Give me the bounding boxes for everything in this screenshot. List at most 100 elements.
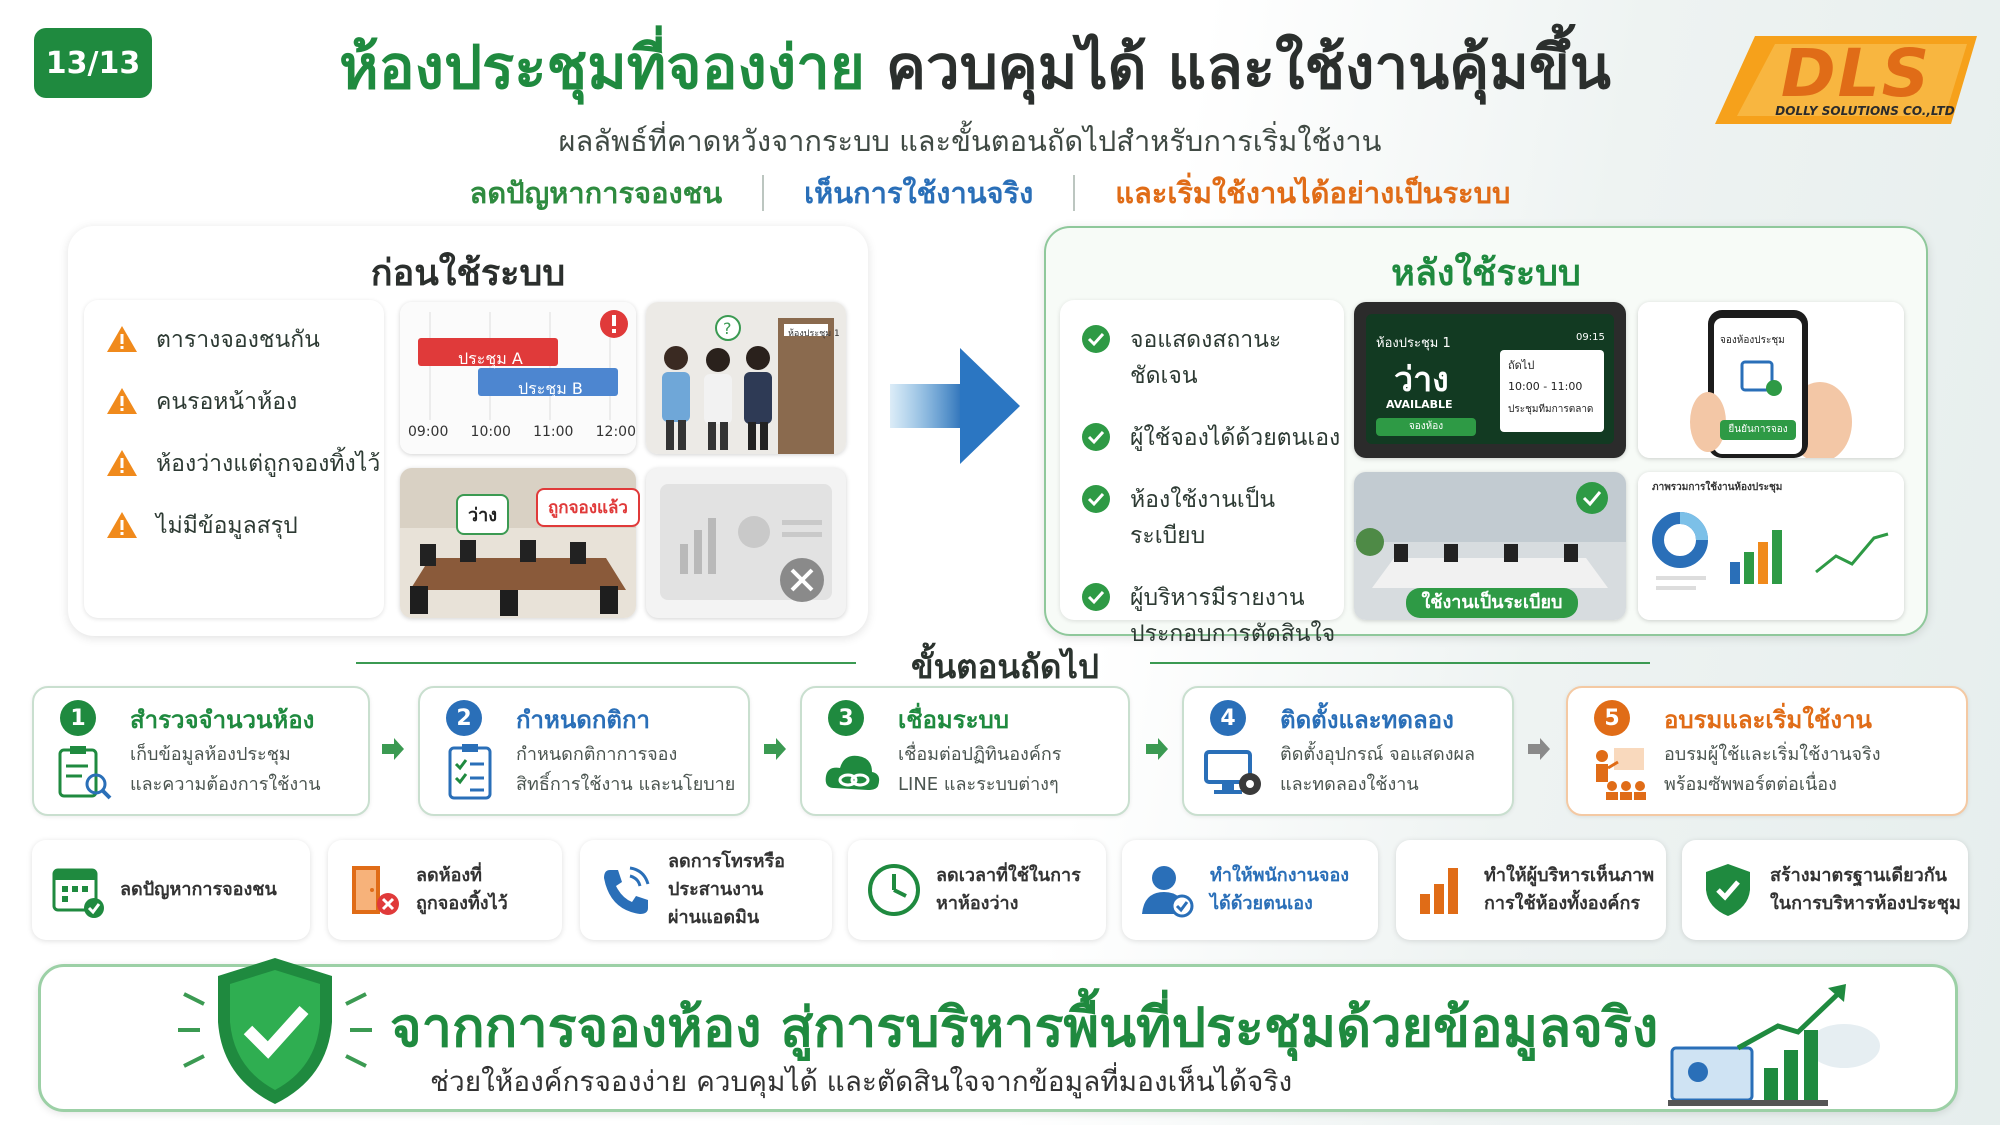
- step-arrow-icon: [764, 738, 786, 760]
- list-item: ผู้บริหารมีรายงาน ประกอบการตัดสินใจ: [1078, 580, 1344, 652]
- step-desc-line: กำหนดกติกาการจอง: [516, 744, 678, 765]
- step-desc-line: LINE และระบบต่างๆ: [898, 774, 1059, 795]
- phone-call-icon: [604, 866, 650, 914]
- schedule-times: 09:00 10:00 11:00 12:00: [408, 424, 636, 440]
- title-green: ห้องประชุมที่จองง่าย: [339, 33, 865, 103]
- banner-subtitle: ช่วยให้องค์กรจองง่าย ควบคุมได้ และตัดสิน…: [430, 1065, 1293, 1098]
- step-number: 5: [1594, 700, 1630, 736]
- step-desc: อบรมผู้ใช้และเริ่มใช้งานจริงพร้อมซัพพอร์…: [1664, 740, 1881, 800]
- display-book-button[interactable]: จองห้อง: [1376, 418, 1476, 436]
- step-desc-line: เชื่อมต่อปฏิทินองค์กร: [898, 744, 1062, 765]
- benefit-text: ลดเวลาที่ใช้ในการ หาห้องว่าง: [936, 865, 1081, 914]
- time-label: 09:00: [408, 424, 449, 440]
- schedule-illustration: [400, 302, 636, 454]
- room-booked-tag: ถูกจองแล้ว: [536, 488, 640, 527]
- step-arrow-icon: [1528, 738, 1550, 760]
- page-title: ห้องประชุมที่จองง่าย ควบคุมได้ และใช้งาน…: [200, 20, 1750, 115]
- before-item-text: ห้องว่างแต่ถูกจองทิ้งไว้: [156, 451, 381, 477]
- schedule-conflict-thumb: [400, 302, 636, 454]
- warning-icon: [107, 450, 137, 476]
- benefit-text: สร้างมาตรฐานเดียวกัน ในการบริหารห้องประช…: [1770, 865, 1961, 914]
- after-title: หลังใช้ระบบ: [1391, 253, 1581, 294]
- calendar-check-icon: [52, 868, 104, 918]
- room-free-tag: ว่าง: [456, 494, 510, 535]
- step-desc-line: ติดตั้งอุปกรณ์ จอแสดงผล: [1280, 744, 1476, 765]
- display-next-time: 10:00 - 11:00: [1508, 380, 1583, 393]
- door-label: ห้องประชุม 1: [788, 329, 840, 339]
- step-title: อบรมและเริ่มใช้งาน: [1664, 706, 1872, 734]
- display-status-en: AVAILABLE: [1386, 398, 1453, 411]
- benefit-text: ลดห้องที่ ถูกจองทิ้งไว้: [416, 865, 508, 914]
- check-circle-icon: [1082, 423, 1110, 451]
- after-item-text: ผู้บริหารมีรายงาน ประกอบการตัดสินใจ: [1130, 585, 1336, 647]
- user-check-icon: [1142, 866, 1194, 918]
- step-desc: เก็บข้อมูลห้องประชุมและความต้องการใช้งาน: [130, 740, 321, 800]
- after-item-text: จอแสดงสถานะชัดเจน: [1130, 327, 1282, 389]
- report-title: ภาพรวมการใช้งานห้องประชุม: [1652, 482, 1783, 493]
- step-arrow-icon: [382, 738, 404, 760]
- tag-row: ลดปัญหาการจองชน เห็นการใช้งานจริง และเริ…: [300, 170, 1680, 216]
- benefit-card: ลดปัญหาการจองชน: [32, 840, 310, 940]
- step-title: เชื่อมระบบ: [898, 706, 1009, 734]
- report-thumb: [1638, 472, 1904, 620]
- no-report-thumb: [646, 468, 846, 618]
- after-item-text: ห้องใช้งานเป็นระเบียบ: [1130, 487, 1276, 549]
- banner-title: จากการจองห้อง สู่การบริหารพื้นที่ประชุมด…: [390, 996, 1659, 1059]
- benefit-card: ทำให้พนักงานจอง ได้ด้วยตนเอง: [1122, 840, 1378, 940]
- step-desc: เชื่อมต่อปฏิทินองค์กร LINE และระบบต่างๆ: [898, 740, 1061, 800]
- step-desc-line: และทดลองใช้งาน: [1280, 774, 1419, 795]
- phone-confirm-button[interactable]: ยืนยันการจอง: [1720, 420, 1796, 440]
- step-title: สำรวจจำนวนห้อง: [130, 706, 315, 734]
- step-desc: ติดตั้งอุปกรณ์ จอแสดงผลและทดลองใช้งาน: [1280, 740, 1475, 800]
- list-item: ห้องว่างแต่ถูกจองทิ้งไว้: [104, 446, 384, 482]
- display-room: ห้องประชุม 1: [1376, 336, 1451, 351]
- growth-analytics-icon: [1668, 984, 1880, 1106]
- step-desc: กำหนดกติกาการจองสิทธิ์การใช้งาน และนโยบา…: [516, 740, 735, 800]
- after-item-text: ผู้ใช้จองได้ด้วยตนเอง: [1130, 425, 1341, 451]
- list-item: ไม่มีข้อมูลสรุป: [104, 508, 384, 544]
- organized-room-thumb: [1354, 472, 1626, 620]
- display-next-card: [1500, 350, 1604, 432]
- before-item-text: ไม่มีข้อมูลสรุป: [156, 513, 298, 539]
- step-desc-line: อบรมผู้ใช้และเริ่มใช้งานจริง: [1664, 744, 1881, 765]
- list-item: ห้องใช้งานเป็นระเบียบ: [1078, 482, 1344, 554]
- step-install: 4 ติดตั้งและทดลอง ติดตั้งอุปกรณ์ จอแสดงผ…: [1182, 686, 1514, 816]
- step-number: 1: [60, 700, 96, 736]
- step-training: 5 อบรมและเริ่มใช้งาน อบรมผู้ใช้และเริ่มใ…: [1566, 686, 1968, 816]
- tag-divider: [1073, 175, 1076, 211]
- step-title: กำหนดกติกา: [516, 706, 650, 734]
- display-next-label: ถัดไป: [1508, 359, 1535, 372]
- display-status: ว่าง: [1394, 360, 1449, 400]
- cloud-link-icon: [825, 755, 880, 790]
- step-desc-line: สิทธิ์การใช้งาน และนโยบาย: [516, 774, 736, 795]
- after-list: [1060, 300, 1344, 620]
- tag-start: และเริ่มใช้งานได้อย่างเป็นระบบ: [1115, 176, 1511, 210]
- tag-divider: [762, 175, 765, 211]
- check-circle-icon: [1082, 325, 1110, 353]
- list-item: จอแสดงสถานะชัดเจน: [1078, 322, 1344, 394]
- tag-usage: เห็นการใช้งานจริง: [804, 176, 1034, 210]
- benefit-text: ทำให้ผู้บริหารเห็นภาพ การใช้ห้องทั้งองค์…: [1484, 865, 1655, 914]
- page-subtitle: ผลลัพธ์ที่คาดหวังจากระบบ และขั้นตอนถัดไป…: [558, 124, 1382, 158]
- list-item: ตารางจองชนกัน: [104, 322, 384, 358]
- benefit-card: ลดห้องที่ ถูกจองทิ้งไว้: [328, 840, 562, 940]
- shield-check-icon: [1706, 864, 1750, 916]
- steps-title: ขั้นตอนถัดไป: [911, 647, 1099, 686]
- waiting-people-thumb: ?: [646, 302, 846, 454]
- before-item-text: ตารางจองชนกัน: [156, 327, 320, 353]
- check-circle-icon: [1082, 583, 1110, 611]
- benefit-card: สร้างมาตรฐานเดียวกัน ในการบริหารห้องประช…: [1682, 840, 1968, 940]
- before-list: [84, 300, 384, 618]
- list-item: คนรอหน้าห้อง: [104, 384, 384, 420]
- logo-caption: DOLLY SOLUTIONS CO.,LTD: [1775, 104, 1955, 118]
- bottom-banner: [38, 964, 1958, 1112]
- warning-icon: [107, 512, 137, 538]
- missing-report-icon: [660, 484, 832, 602]
- door-cancel-icon: [352, 866, 399, 915]
- check-circle-icon: [1082, 485, 1110, 513]
- display-clock: 09:15: [1576, 332, 1605, 343]
- step-number: 2: [446, 700, 482, 736]
- steps-divider-left: [356, 662, 856, 664]
- room-ok-pill: ใช้งานเป็นระเบียบ: [1406, 588, 1578, 618]
